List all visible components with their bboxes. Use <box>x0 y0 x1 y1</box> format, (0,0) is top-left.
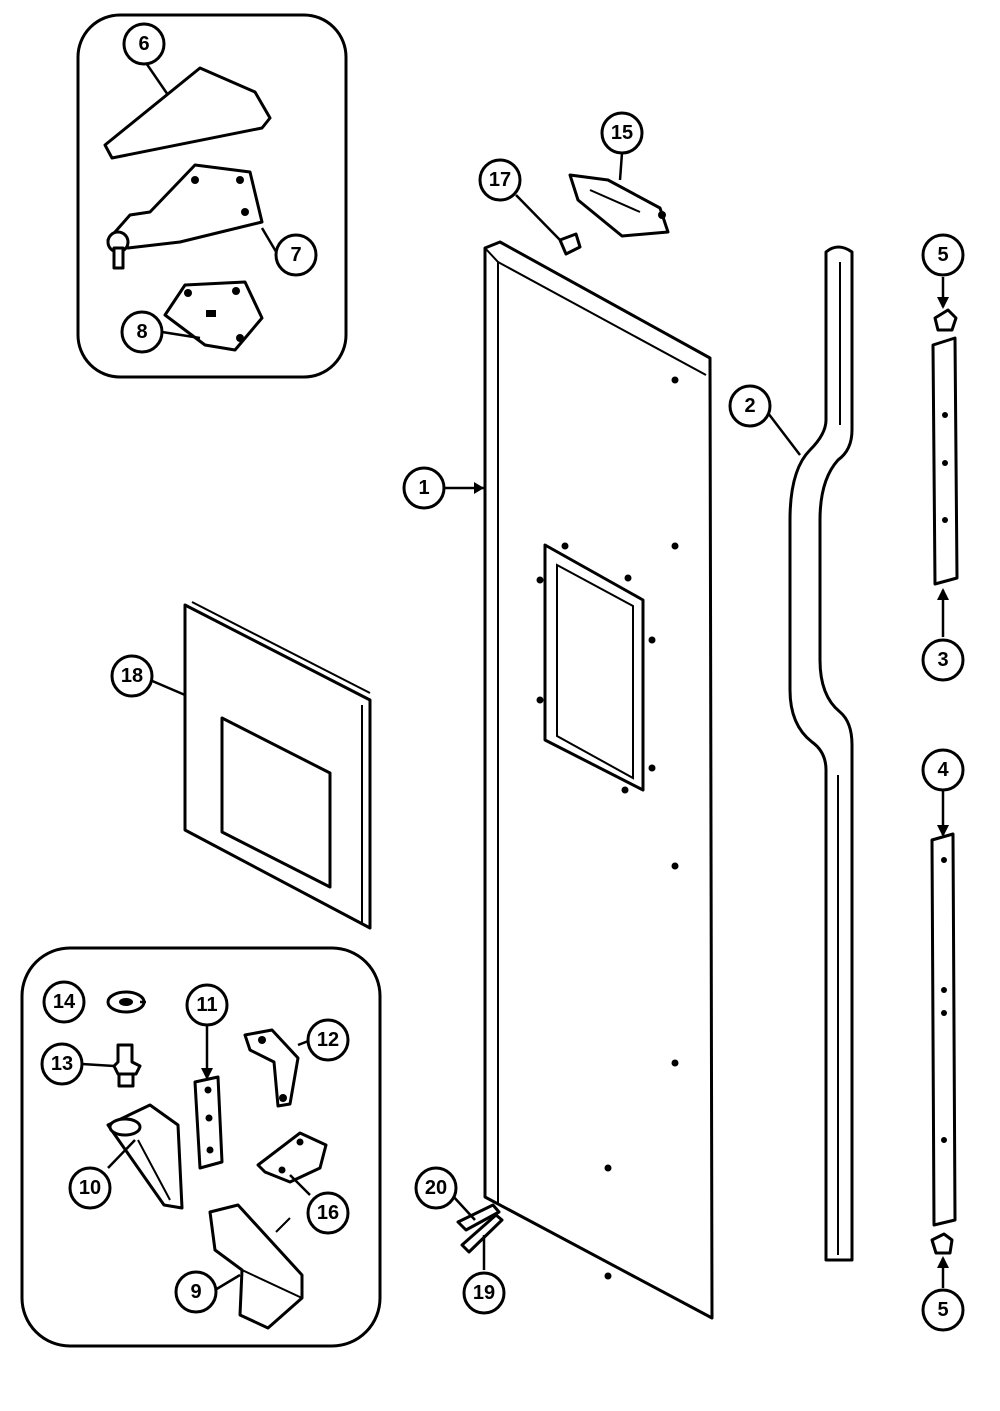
callout-number: 9 <box>190 1281 201 1303</box>
callout-circle <box>921 1288 965 1332</box>
callout-circle <box>40 1042 84 1086</box>
hinge-parts-group-box <box>76 13 348 379</box>
callout-number: 10 <box>79 1177 101 1199</box>
callout-number: 17 <box>489 169 511 191</box>
callout-number: 3 <box>937 649 948 671</box>
part-hinge-shim <box>193 1075 224 1170</box>
callout-number: 11 <box>196 994 217 1016</box>
callout-14: 14 <box>42 980 86 1024</box>
part-handle <box>788 245 854 1262</box>
callout-number: 7 <box>290 244 301 266</box>
callout-5: 5 <box>921 1288 965 1332</box>
callout-circle <box>728 384 772 428</box>
callout-number: 4 <box>937 759 949 781</box>
callout-number: 14 <box>53 991 76 1013</box>
callout-17: 17 <box>478 158 522 202</box>
part-door-top-bracket <box>568 173 670 238</box>
leader-lines <box>81 59 949 1292</box>
callout-circle <box>110 654 154 698</box>
callout-number: 2 <box>744 395 755 417</box>
callout-12: 12 <box>306 1018 350 1062</box>
callout-number: 8 <box>136 321 147 343</box>
part-bottom-hinge-cover <box>208 1203 304 1330</box>
callout-18: 18 <box>110 654 154 698</box>
part-pivot-pin <box>112 1043 142 1088</box>
callout-number: 6 <box>138 33 149 55</box>
callout-circle <box>120 310 164 354</box>
part-clip <box>558 232 582 256</box>
part-door-stop <box>456 1203 504 1254</box>
callout-3: 3 <box>921 638 965 682</box>
part-upper-trim <box>931 336 959 586</box>
callout-6: 6 <box>122 22 166 66</box>
callout-number: 13 <box>51 1053 73 1075</box>
part-end-cap-bottom <box>930 1232 954 1255</box>
callout-number: 12 <box>317 1029 339 1051</box>
callout-circle <box>921 638 965 682</box>
hardware-parts-group-box <box>20 946 382 1348</box>
callout-circle <box>402 466 446 510</box>
part-hinge-cover <box>103 66 272 160</box>
callout-circle <box>478 158 522 202</box>
callout-number: 16 <box>317 1202 339 1224</box>
callout-2: 2 <box>728 384 772 428</box>
part-washer <box>106 990 146 1014</box>
part-bottom-hinge <box>106 1103 184 1210</box>
callout-4: 4 <box>921 748 965 792</box>
part-hinge-plate <box>163 280 264 352</box>
callout-circle <box>462 1271 506 1315</box>
callout-16: 16 <box>306 1191 350 1235</box>
part-dispenser-panel <box>183 601 372 930</box>
callout-circle <box>122 22 166 66</box>
callout-9: 9 <box>174 1270 218 1314</box>
part-top-hinge <box>106 163 264 270</box>
callout-19: 19 <box>462 1271 506 1315</box>
callout-circle <box>174 1270 218 1314</box>
callout-circle <box>921 748 965 792</box>
part-door <box>483 240 714 1320</box>
part-end-cap-top <box>933 308 958 332</box>
part-small-bracket <box>256 1131 328 1184</box>
callout-5: 5 <box>921 233 965 277</box>
callout-circle <box>274 233 318 277</box>
callout-number: 15 <box>611 122 633 144</box>
callout-number: 1 <box>418 477 429 499</box>
callout-circle <box>68 1166 112 1210</box>
callout-circle <box>600 111 644 155</box>
callout-number: 18 <box>121 665 143 687</box>
callout-11: 11 <box>185 983 229 1027</box>
callout-circle <box>306 1018 350 1062</box>
callout-20: 20 <box>414 1166 458 1210</box>
callout-8: 8 <box>120 310 164 354</box>
callout-circle <box>414 1166 458 1210</box>
callout-circle <box>42 980 86 1024</box>
callout-number: 5 <box>937 244 948 266</box>
callout-circle <box>921 233 965 277</box>
part-lower-trim <box>930 832 957 1227</box>
callout-number: 19 <box>473 1282 495 1304</box>
callout-7: 7 <box>274 233 318 277</box>
callout-circle <box>185 983 229 1027</box>
callout-number: 5 <box>937 1299 948 1321</box>
callout-15: 15 <box>600 111 644 155</box>
part-l-bracket <box>243 1028 300 1108</box>
callout-1: 1 <box>402 466 446 510</box>
callout-circle <box>306 1191 350 1235</box>
callout-10: 10 <box>68 1166 112 1210</box>
callout-13: 13 <box>40 1042 84 1086</box>
callout-number: 20 <box>425 1177 447 1199</box>
